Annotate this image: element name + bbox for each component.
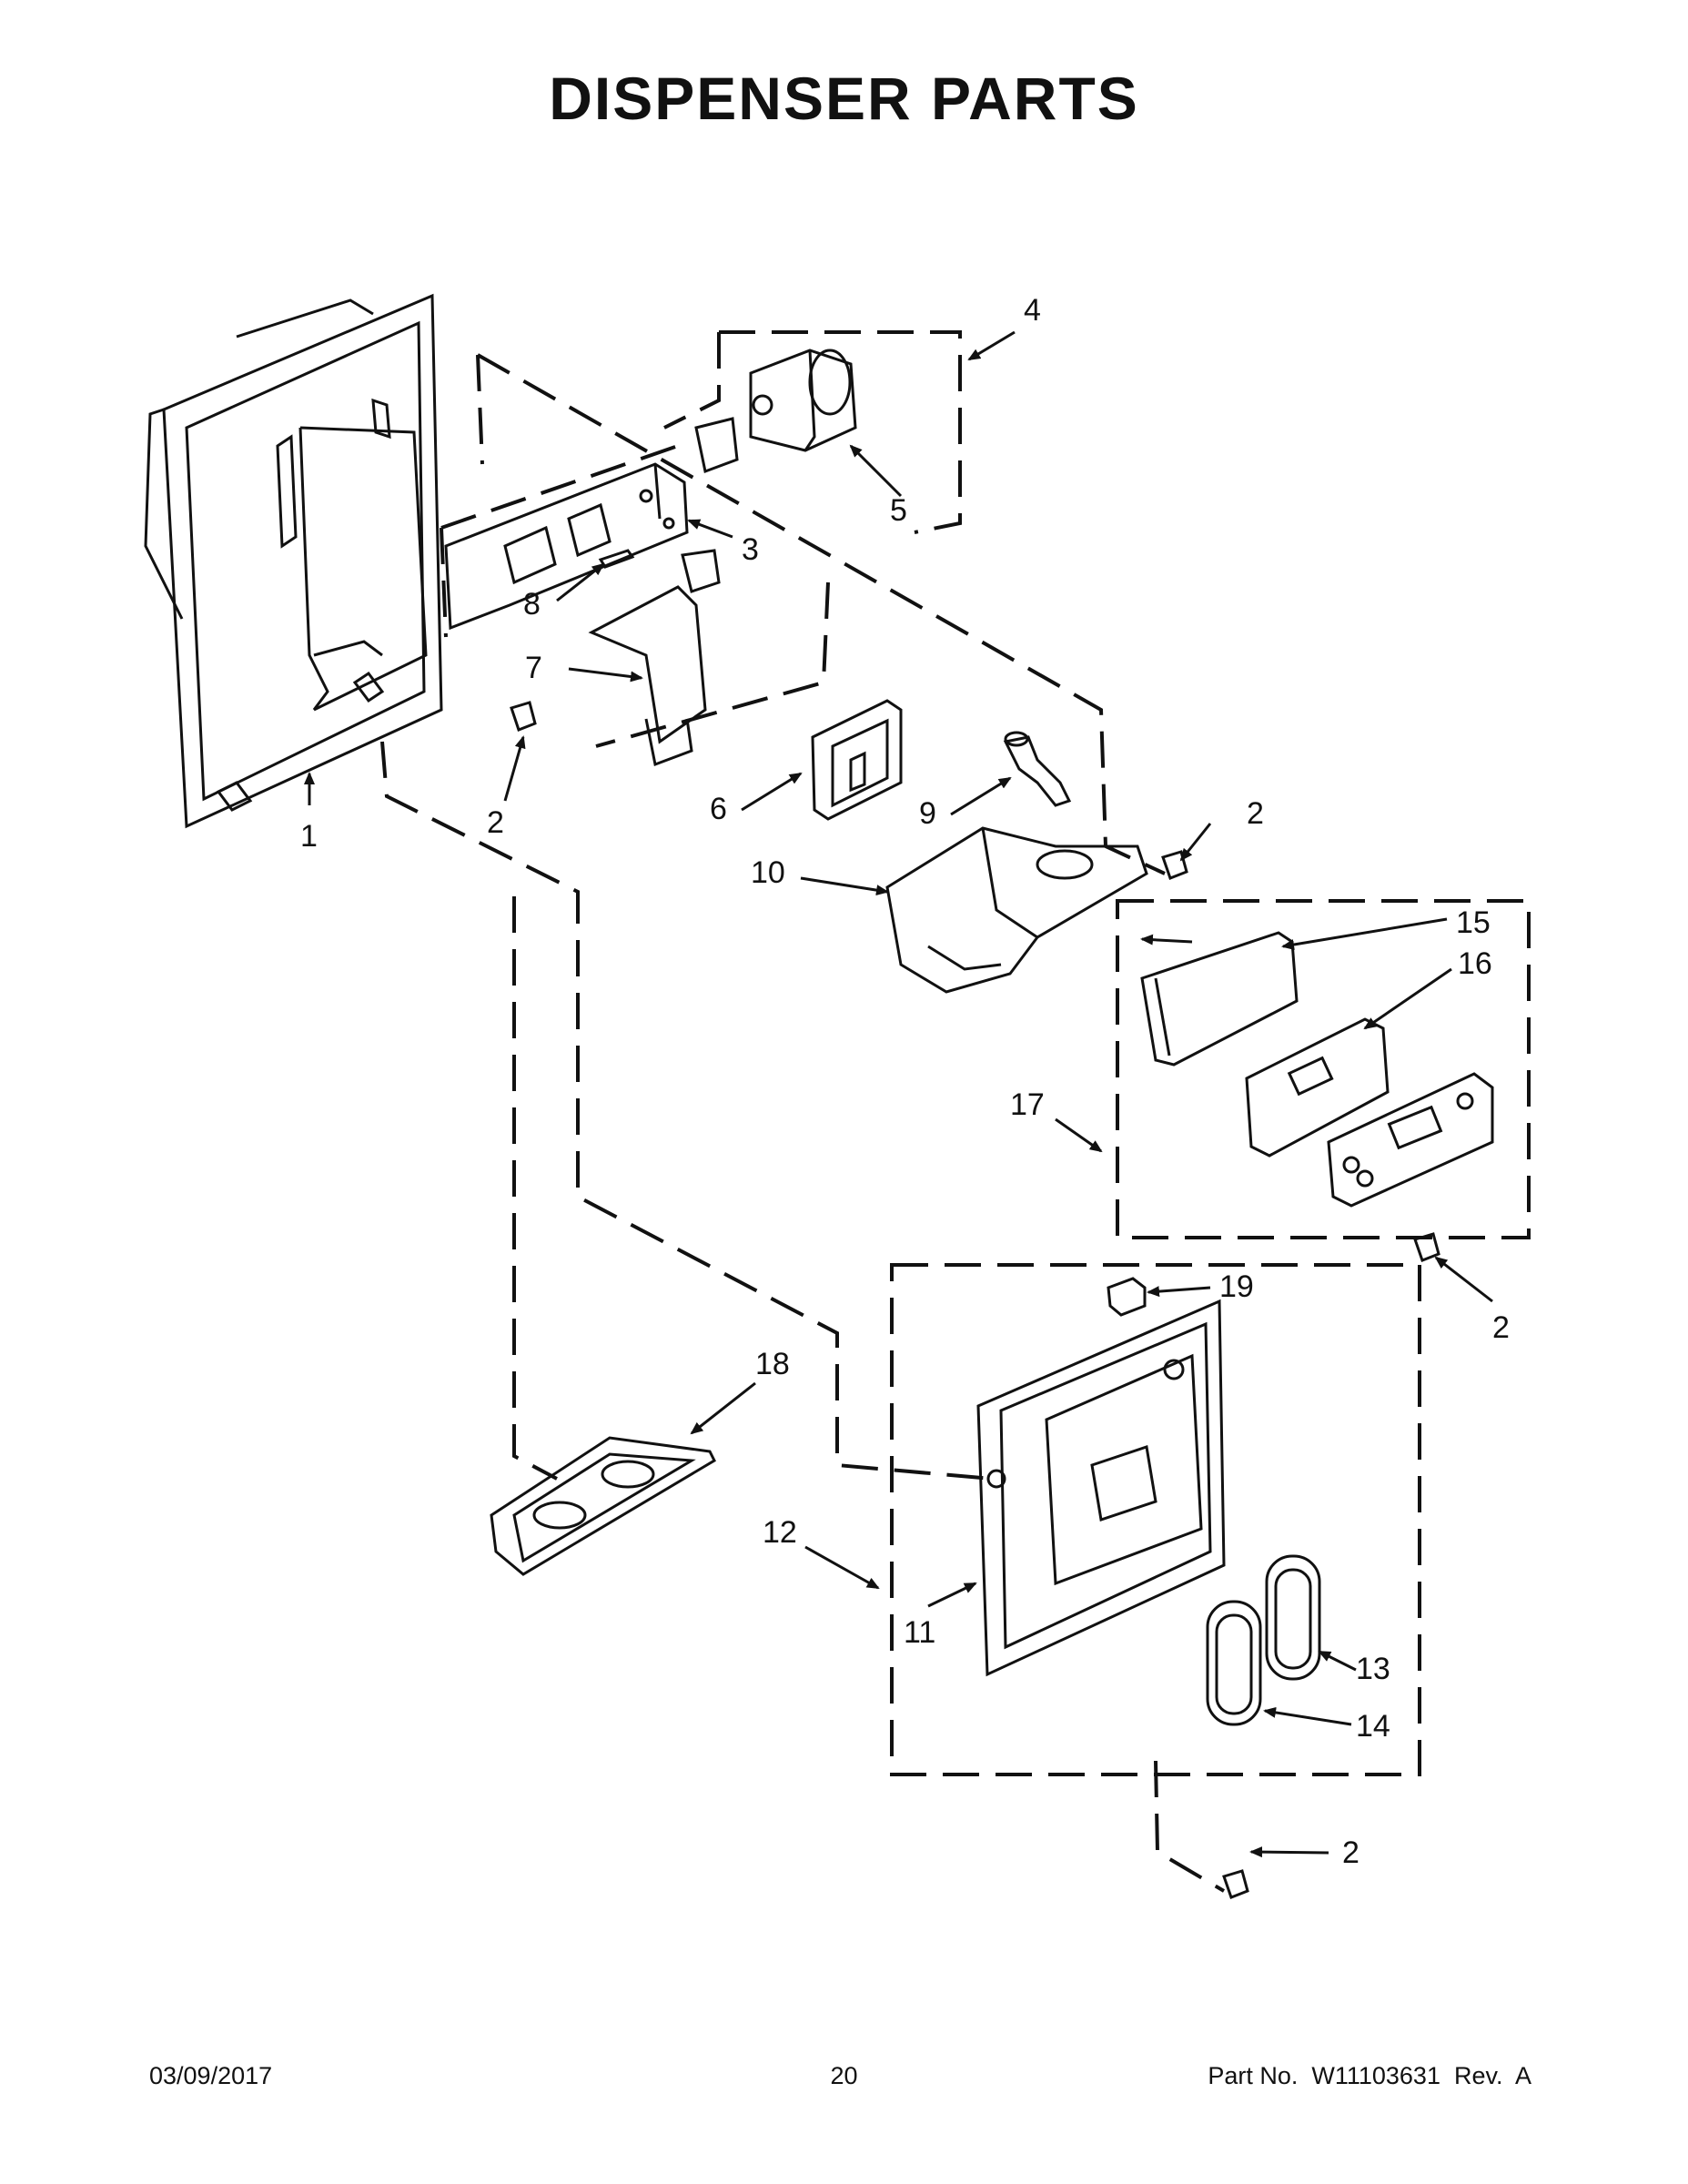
callout-2a: 2 bbox=[487, 805, 504, 840]
callout-labels: 1 2 3 4 5 6 7 8 9 10 2 15 16 17 2 19 18 … bbox=[300, 293, 1510, 1870]
part-3-bracket bbox=[444, 462, 689, 631]
callout-7: 7 bbox=[525, 651, 542, 685]
part-14-paddle bbox=[1206, 1600, 1262, 1726]
callout-16: 16 bbox=[1458, 946, 1492, 981]
callout-2d: 2 bbox=[1342, 1835, 1359, 1870]
callout-9: 9 bbox=[919, 796, 936, 831]
callout-18: 18 bbox=[755, 1347, 790, 1381]
part-4-5-motor bbox=[694, 349, 857, 474]
callout-6: 6 bbox=[710, 792, 727, 826]
part-7-paddle bbox=[588, 549, 721, 767]
page-title: DISPENSER PARTS bbox=[549, 65, 1139, 132]
callout-8: 8 bbox=[523, 587, 541, 622]
callout-4: 4 bbox=[1024, 293, 1041, 328]
leader-lines bbox=[304, 330, 1493, 1858]
callout-5: 5 bbox=[890, 493, 907, 528]
callout-13: 13 bbox=[1356, 1652, 1390, 1686]
callout-17: 17 bbox=[1010, 1087, 1045, 1122]
assembly-dash-lines bbox=[380, 330, 1531, 1893]
part-10-funnel bbox=[885, 826, 1148, 994]
screw-icons bbox=[510, 701, 1440, 1899]
part-13-paddle bbox=[1265, 1554, 1321, 1681]
callout-11: 11 bbox=[904, 1615, 935, 1650]
callout-14: 14 bbox=[1356, 1709, 1390, 1744]
callout-2b: 2 bbox=[1247, 796, 1264, 831]
callout-10: 10 bbox=[751, 855, 785, 890]
footer-page-number: 20 bbox=[830, 2062, 858, 2089]
part-18-drip-tray bbox=[490, 1436, 716, 1576]
part-6-cover bbox=[811, 699, 903, 821]
part-19-switch bbox=[1107, 1277, 1147, 1317]
part-17-ui-board bbox=[1327, 1072, 1494, 1208]
callout-2c: 2 bbox=[1492, 1310, 1510, 1345]
part-1-dispenser-housing bbox=[144, 293, 443, 829]
part-11-lower-housing bbox=[976, 1299, 1226, 1677]
callout-12: 12 bbox=[763, 1515, 797, 1550]
footer-part-number: Part No. W11103631 Rev. A bbox=[1208, 2062, 1531, 2089]
callout-15: 15 bbox=[1456, 905, 1491, 940]
part-16-control-board bbox=[1245, 1017, 1390, 1158]
callout-1: 1 bbox=[300, 819, 318, 854]
footer-date: 03/09/2017 bbox=[149, 2062, 273, 2089]
part-9-tube bbox=[1003, 731, 1072, 807]
callout-19: 19 bbox=[1219, 1269, 1254, 1304]
callout-3: 3 bbox=[742, 532, 759, 567]
part-15-board-bracket bbox=[1140, 931, 1299, 1067]
